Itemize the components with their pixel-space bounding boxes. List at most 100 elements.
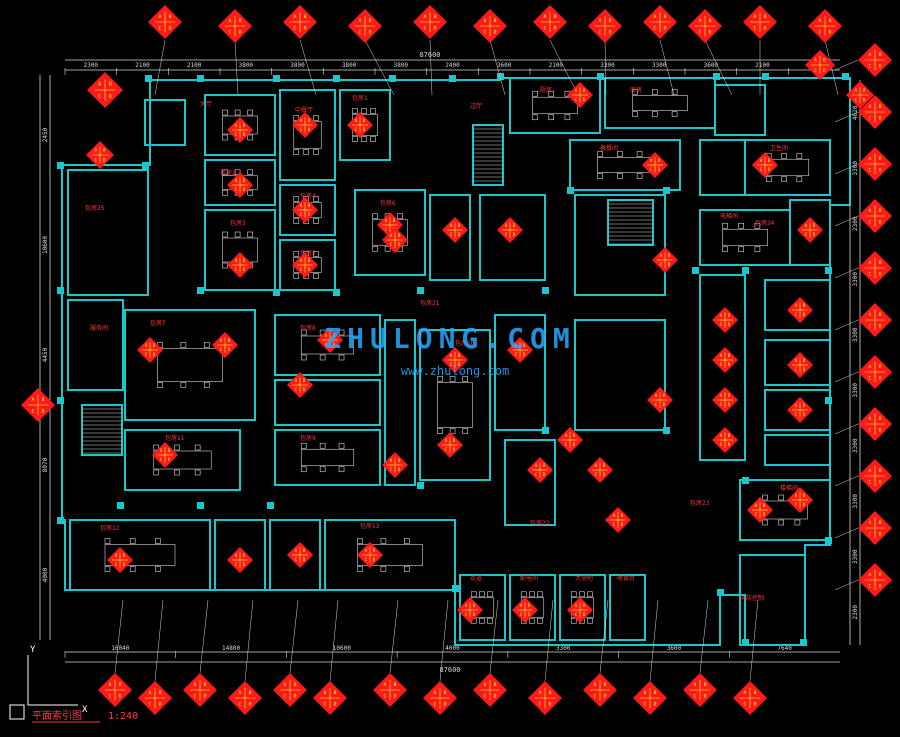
marker-letter: D <box>453 447 456 452</box>
marker-letter: B <box>728 353 731 358</box>
marker-letter: D <box>728 362 731 367</box>
marker-letter: D <box>664 26 667 32</box>
column <box>333 289 340 296</box>
marker-letter: B <box>333 333 336 338</box>
marker-letter: D <box>398 467 401 472</box>
marker-letter: C <box>565 442 568 447</box>
marker-letter: B <box>609 18 612 24</box>
marker-letter: A <box>423 14 426 20</box>
room-label: 包房22 <box>530 519 550 527</box>
marker-letter: D <box>228 347 231 352</box>
marker-letter: A <box>300 118 303 123</box>
column <box>452 585 459 592</box>
marker-letter: D <box>243 187 246 192</box>
room-label: 包房23 <box>690 499 710 507</box>
marker-letter: C <box>795 502 798 507</box>
marker-letter: D <box>728 322 731 327</box>
dimension-text: 10600 <box>333 645 351 652</box>
marker-letter: A <box>760 158 763 163</box>
room-label: 包房10 <box>455 339 475 347</box>
marker-letter: C <box>868 480 871 486</box>
marker-letter: C <box>868 584 871 590</box>
marker-letter: D <box>879 220 882 226</box>
column <box>692 267 699 274</box>
marker-letter: A <box>390 458 393 463</box>
marker-letter: C <box>450 362 453 367</box>
marker-letter: C <box>235 267 238 272</box>
marker-letter: B <box>879 416 882 422</box>
marker-letter: D <box>369 30 372 36</box>
marker-letter: B <box>458 353 461 358</box>
dimension-text: 10600 <box>42 236 49 254</box>
dimension-text: 3300 <box>556 645 571 652</box>
marker-letter: D <box>513 232 516 237</box>
marker-letter: D <box>123 562 126 567</box>
marker-letter: A <box>868 208 871 214</box>
marker-letter: A <box>115 553 118 558</box>
marker-letter: D <box>458 362 461 367</box>
dimension-text: 2100 <box>549 62 564 69</box>
watermark: ZHULONG.COM www.zhulong.com <box>324 322 569 378</box>
column <box>717 589 724 596</box>
room-label: 厨房 <box>540 86 552 94</box>
room-label: 收银台 <box>617 574 635 582</box>
marker-letter: C <box>160 457 163 462</box>
marker-letter: C <box>445 447 448 452</box>
marker-letter: D <box>373 557 376 562</box>
marker-letter: C <box>483 694 486 700</box>
marker-letter: A <box>753 14 756 20</box>
marker-letter: D <box>658 167 661 172</box>
marker-letter: A <box>390 233 393 238</box>
dimension-text: 7640 <box>777 645 792 652</box>
room-label: 走道 <box>470 574 482 582</box>
marker-letter: B <box>308 258 311 263</box>
marker-letter: D <box>654 702 657 708</box>
marker-letter: B <box>304 14 307 20</box>
marker-letter: B <box>453 438 456 443</box>
ucs-y-label: Y <box>30 645 36 655</box>
dimension-text: 2100 <box>755 62 770 69</box>
marker-letter: C <box>95 157 98 162</box>
marker-letter: D <box>879 376 882 382</box>
marker-letter: D <box>879 116 882 122</box>
marker-letter: A <box>643 690 646 696</box>
marker-letter: C <box>193 694 196 700</box>
marker-letter: C <box>325 342 328 347</box>
marker-letter: A <box>300 203 303 208</box>
marker-letter: D <box>754 702 757 708</box>
marker-letter: B <box>308 203 311 208</box>
marker-letter: C <box>760 167 763 172</box>
marker-letter: C <box>238 702 241 708</box>
marker-letter: A <box>300 258 303 263</box>
marker-letter: A <box>515 343 518 348</box>
marker-letter: D <box>204 694 207 700</box>
marker-letter: D <box>604 694 607 700</box>
marker-letter: B <box>543 463 546 468</box>
room-label: 中餐厅 <box>295 106 313 114</box>
marker-letter: A <box>868 520 871 526</box>
marker-letter: A <box>365 548 368 553</box>
dimension-text: 2100 <box>187 62 202 69</box>
marker-letter: C <box>520 612 523 617</box>
marker-letter: B <box>768 158 771 163</box>
dimension-text: 4450 <box>42 347 49 362</box>
dimension-text: 2300 <box>84 62 99 69</box>
marker-letter: D <box>768 167 771 172</box>
marker-letter: C <box>814 68 817 73</box>
marker-letter: A <box>655 393 658 398</box>
marker-letter: C <box>115 562 118 567</box>
marker-letter: B <box>373 548 376 553</box>
